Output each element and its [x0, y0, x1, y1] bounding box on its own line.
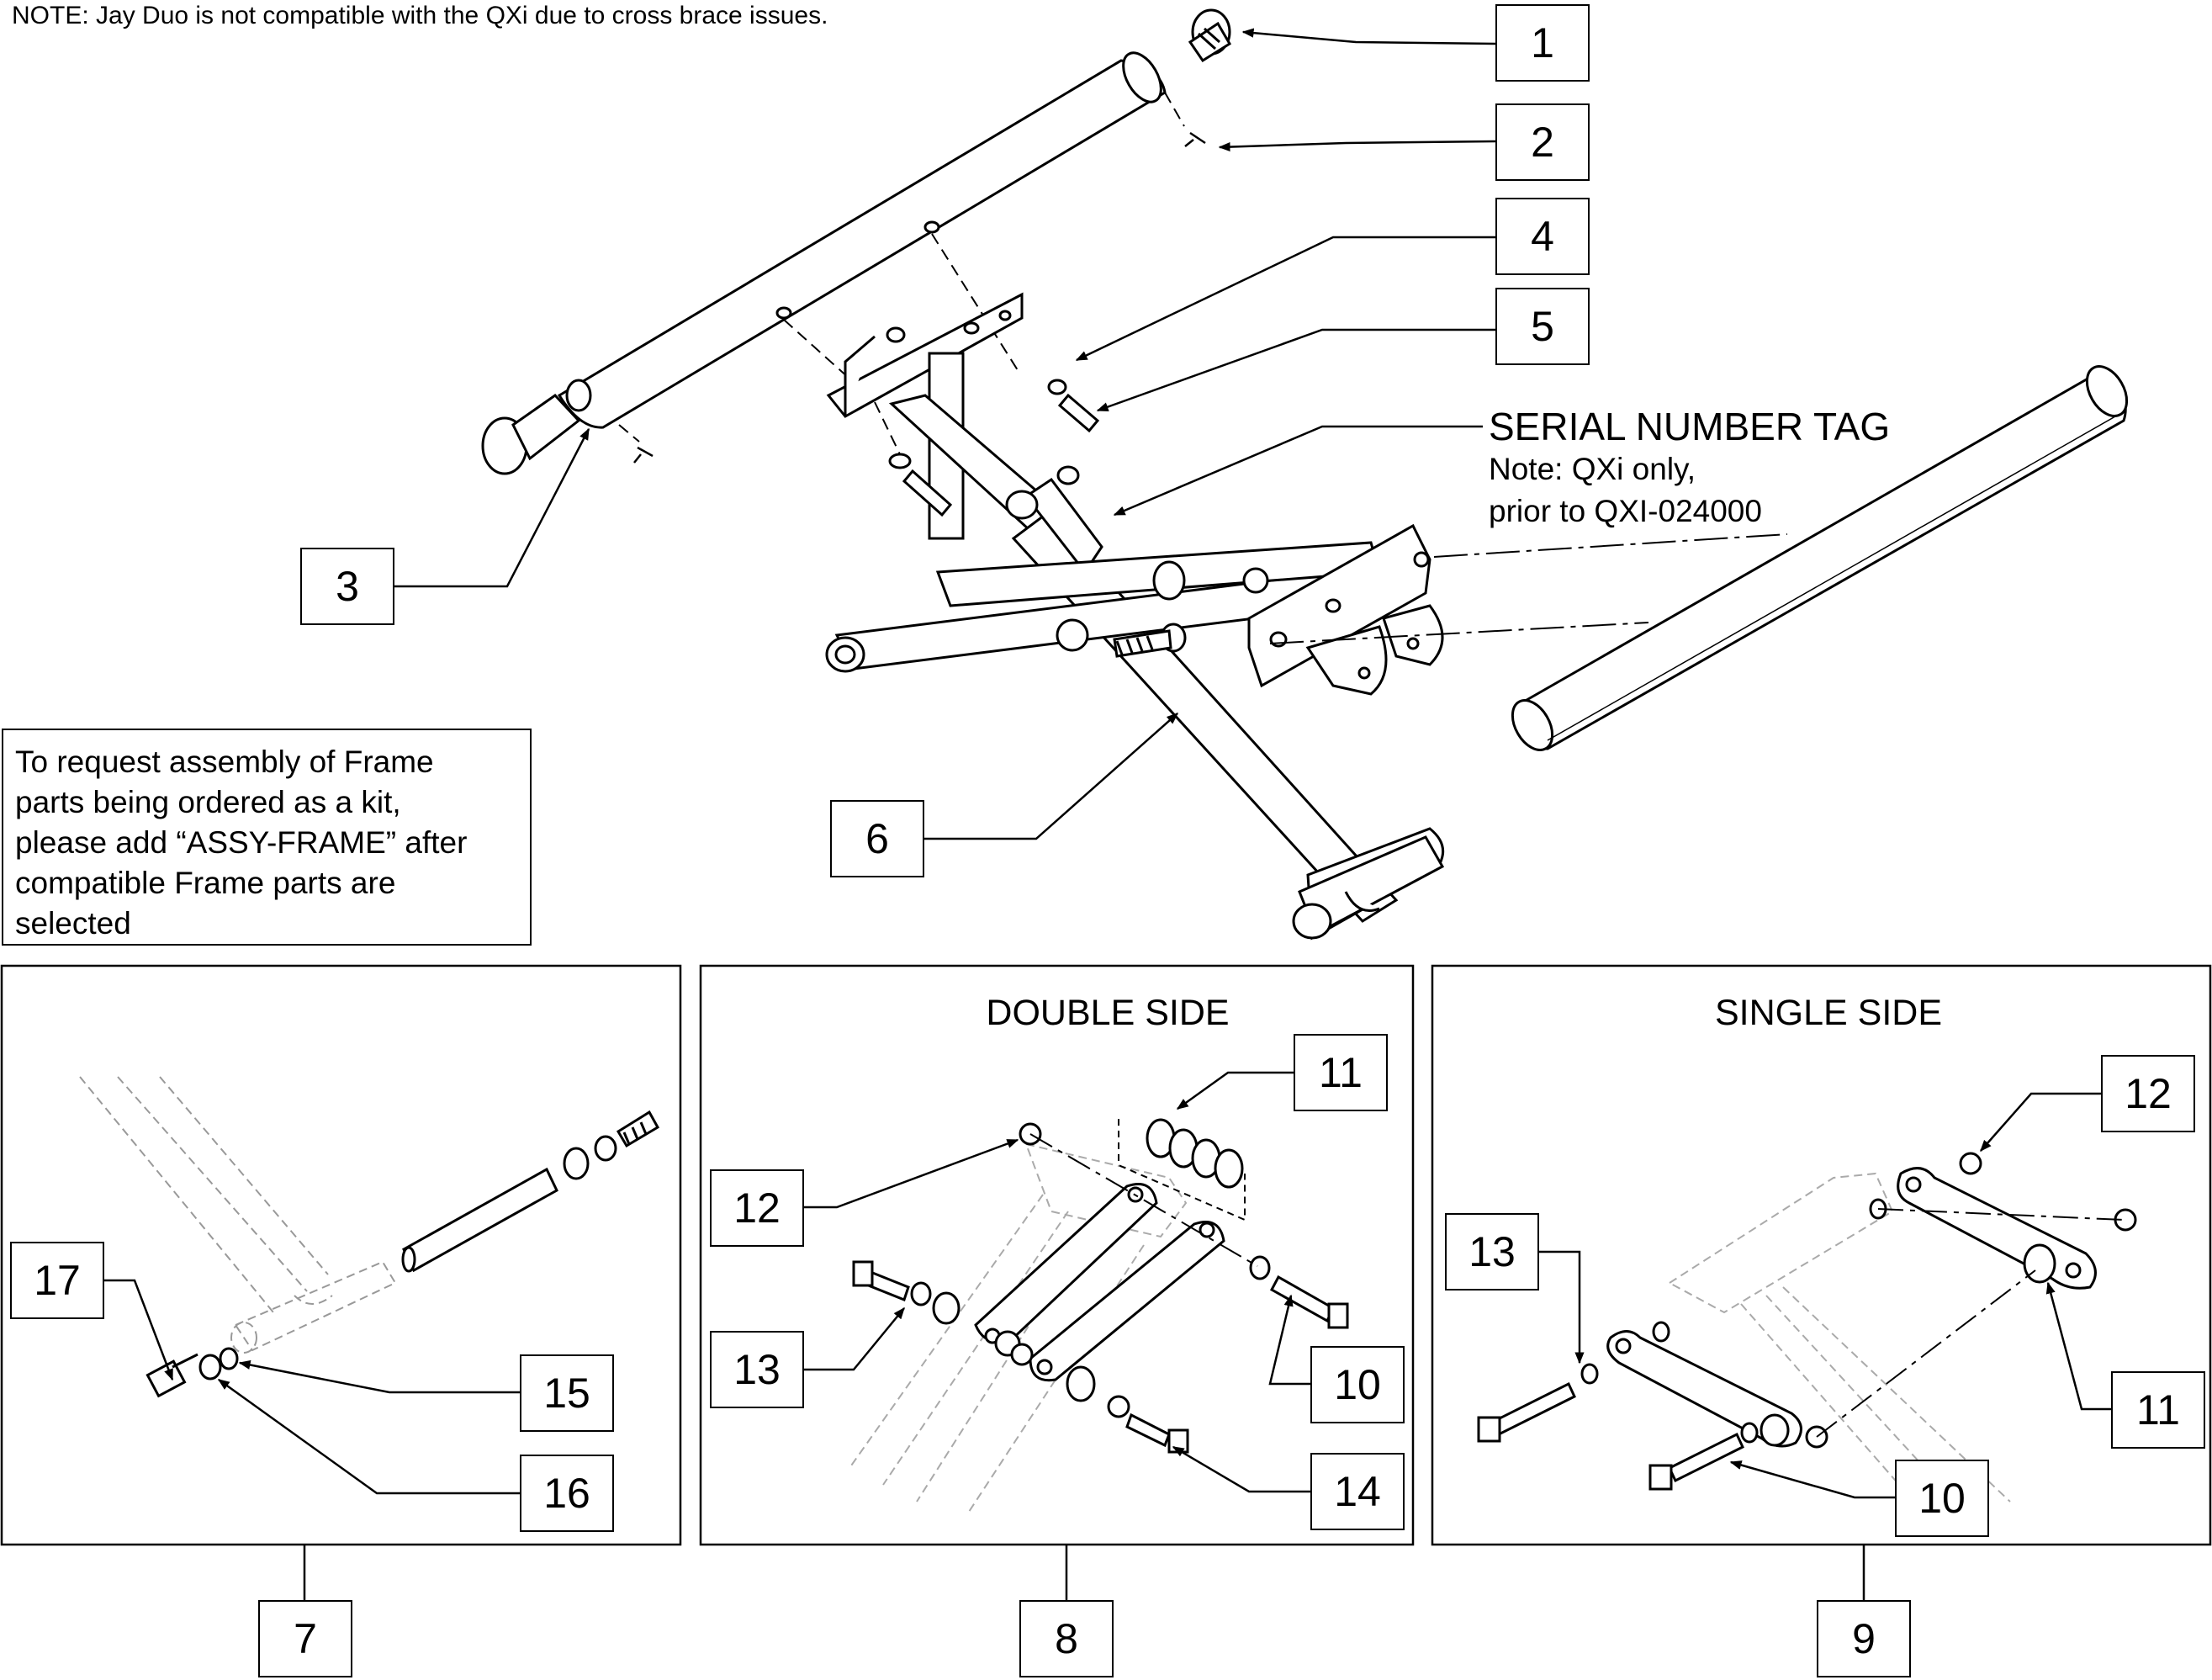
assembly-note-line: To request assembly of Frame [15, 745, 434, 779]
panel-8-fasteners [852, 1122, 1349, 1454]
panel-8-washer-stack [1146, 1118, 1244, 1189]
callout-6: 6 [830, 800, 924, 877]
compatibility-note: NOTE: Jay Duo is not compatible with the… [12, 2, 828, 29]
callout-5: 5 [1495, 288, 1590, 365]
callout-15: 15 [520, 1354, 614, 1432]
leader-lines-panel-8 [804, 1071, 1310, 1493]
panel-9-fasteners [1477, 1152, 2137, 1491]
callout-17: 17 [10, 1242, 104, 1319]
panel-8-centerline [1029, 1133, 1258, 1267]
callout-1: 1 [1495, 4, 1590, 82]
panel-7-parts [146, 1110, 660, 1398]
callout-11: 11 [1294, 1034, 1388, 1111]
assembly-note-box: To request assembly of Frame parts being… [2, 729, 532, 946]
leader-lines-panel-9 [1539, 1092, 2111, 1499]
panel-7-frame [0, 964, 682, 1546]
panel-7-id: 7 [258, 1600, 352, 1677]
single-side-title: SINGLE SIDE [1714, 993, 1943, 1033]
callout-13: 13 [710, 1331, 804, 1408]
side-bracket [1247, 523, 1444, 696]
callout-10: 10 [1895, 1460, 1989, 1537]
dashed-alignment-main [618, 92, 1185, 455]
assembly-note-line: compatible Frame parts are [15, 866, 396, 900]
assembly-note-line: please add “ASSY-FRAME” after [15, 825, 468, 860]
end-cap-left [481, 379, 592, 475]
serial-tag-note-line2: prior to QXI-024000 [1489, 494, 1762, 528]
callout-14: 14 [1310, 1453, 1405, 1530]
main-bolts [888, 379, 1172, 658]
callout-3: 3 [300, 548, 394, 625]
callout-12: 12 [2101, 1055, 2195, 1132]
callout-12: 12 [710, 1169, 804, 1247]
upper-tube [557, 51, 1167, 429]
serial-tag-note-line1: Note: QXi only, [1489, 452, 1696, 486]
double-side-title: DOUBLE SIDE [986, 993, 1230, 1033]
assembly-note-line: selected [15, 906, 131, 941]
leader-lines-panel-7 [103, 1279, 520, 1495]
separate-tube [1511, 365, 2129, 751]
panel-7-ghost-frame [79, 1076, 397, 1354]
assembly-note-line: parts being ordered as a kit, [15, 785, 401, 819]
panel-9-id: 9 [1817, 1600, 1911, 1677]
panel-8-dimension-box [1118, 1119, 1246, 1222]
leader-lines-main [394, 28, 1496, 840]
callout-10: 10 [1310, 1346, 1405, 1423]
end-cap-right [1188, 8, 1232, 63]
small-screws-main [633, 131, 1206, 464]
panel-9-centerlines [1816, 1208, 2125, 1438]
callout-4: 4 [1495, 198, 1590, 275]
serial-tag-title: SERIAL NUMBER TAG [1489, 405, 1891, 448]
callout-13: 13 [1445, 1213, 1539, 1290]
callout-2: 2 [1495, 103, 1590, 181]
panel-9-frame [1431, 964, 2212, 1546]
centerlines-main [1269, 533, 1788, 644]
callout-16: 16 [520, 1455, 614, 1532]
callout-11: 11 [2111, 1371, 2205, 1449]
side-rail [825, 541, 1381, 673]
bottom-foot-tube [1292, 827, 1445, 941]
panel-8-id: 8 [1019, 1600, 1114, 1677]
